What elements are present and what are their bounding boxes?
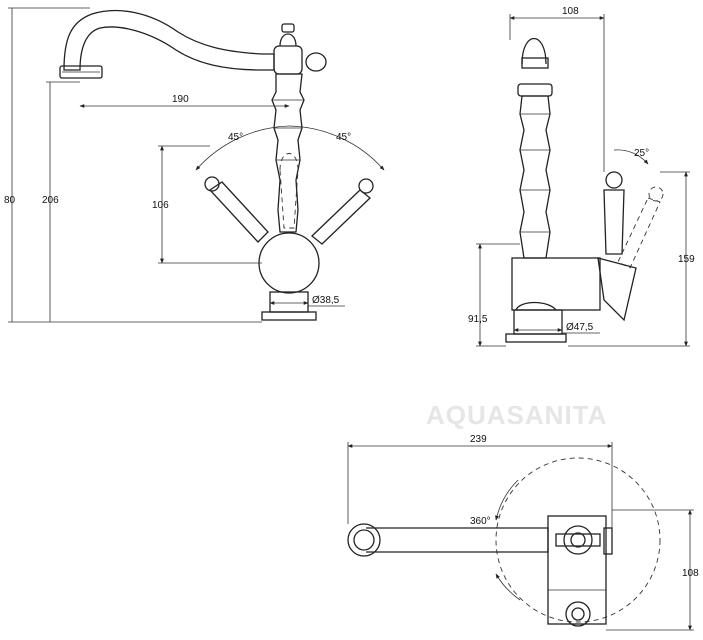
brand-watermark: AQUASANITA [426,400,607,430]
dim-height-total: 80 [4,195,16,206]
dim-side-base-diameter: Ø47,5 [566,322,594,333]
column [271,73,305,233]
knob-right [305,52,327,72]
dim-height-spout: 206 [42,195,59,206]
dim-angle-right: 45° [336,132,351,143]
handle-right [311,178,374,245]
dim-spout-length: 239 [470,434,487,445]
top-view: 360° 239 108 [347,434,699,631]
dim-rotation: 360° [470,516,491,527]
dim-handle-angle: 25° [634,148,649,159]
dim-side-height-body: 91,5 [468,314,488,325]
body-top [547,515,607,625]
valve-body [258,232,320,294]
side-view: 108 25° 159 91,5 Ø47,5 [468,6,695,347]
dim-base-diameter: Ø38,5 [312,295,340,306]
dim-spout-reach: 190 [172,94,189,105]
spout-top [366,527,549,553]
dim-angle-left: 45° [228,132,243,143]
column-cap [273,45,303,75]
rotation-circle [495,457,661,623]
dim-handle-height: 106 [152,200,169,211]
side-column [519,95,551,259]
dim-side-height-handle: 159 [678,254,695,265]
spout [63,9,275,71]
spout-nozzle [59,65,103,79]
dim-top-depth: 108 [682,568,699,579]
side-handle [603,171,664,269]
side-body [511,257,601,311]
dim-side-width: 108 [562,6,579,17]
handle-left [204,176,269,243]
base-flange [261,311,317,321]
front-view: 80 206 190 106 45° 45° Ø38,5 [4,7,385,323]
